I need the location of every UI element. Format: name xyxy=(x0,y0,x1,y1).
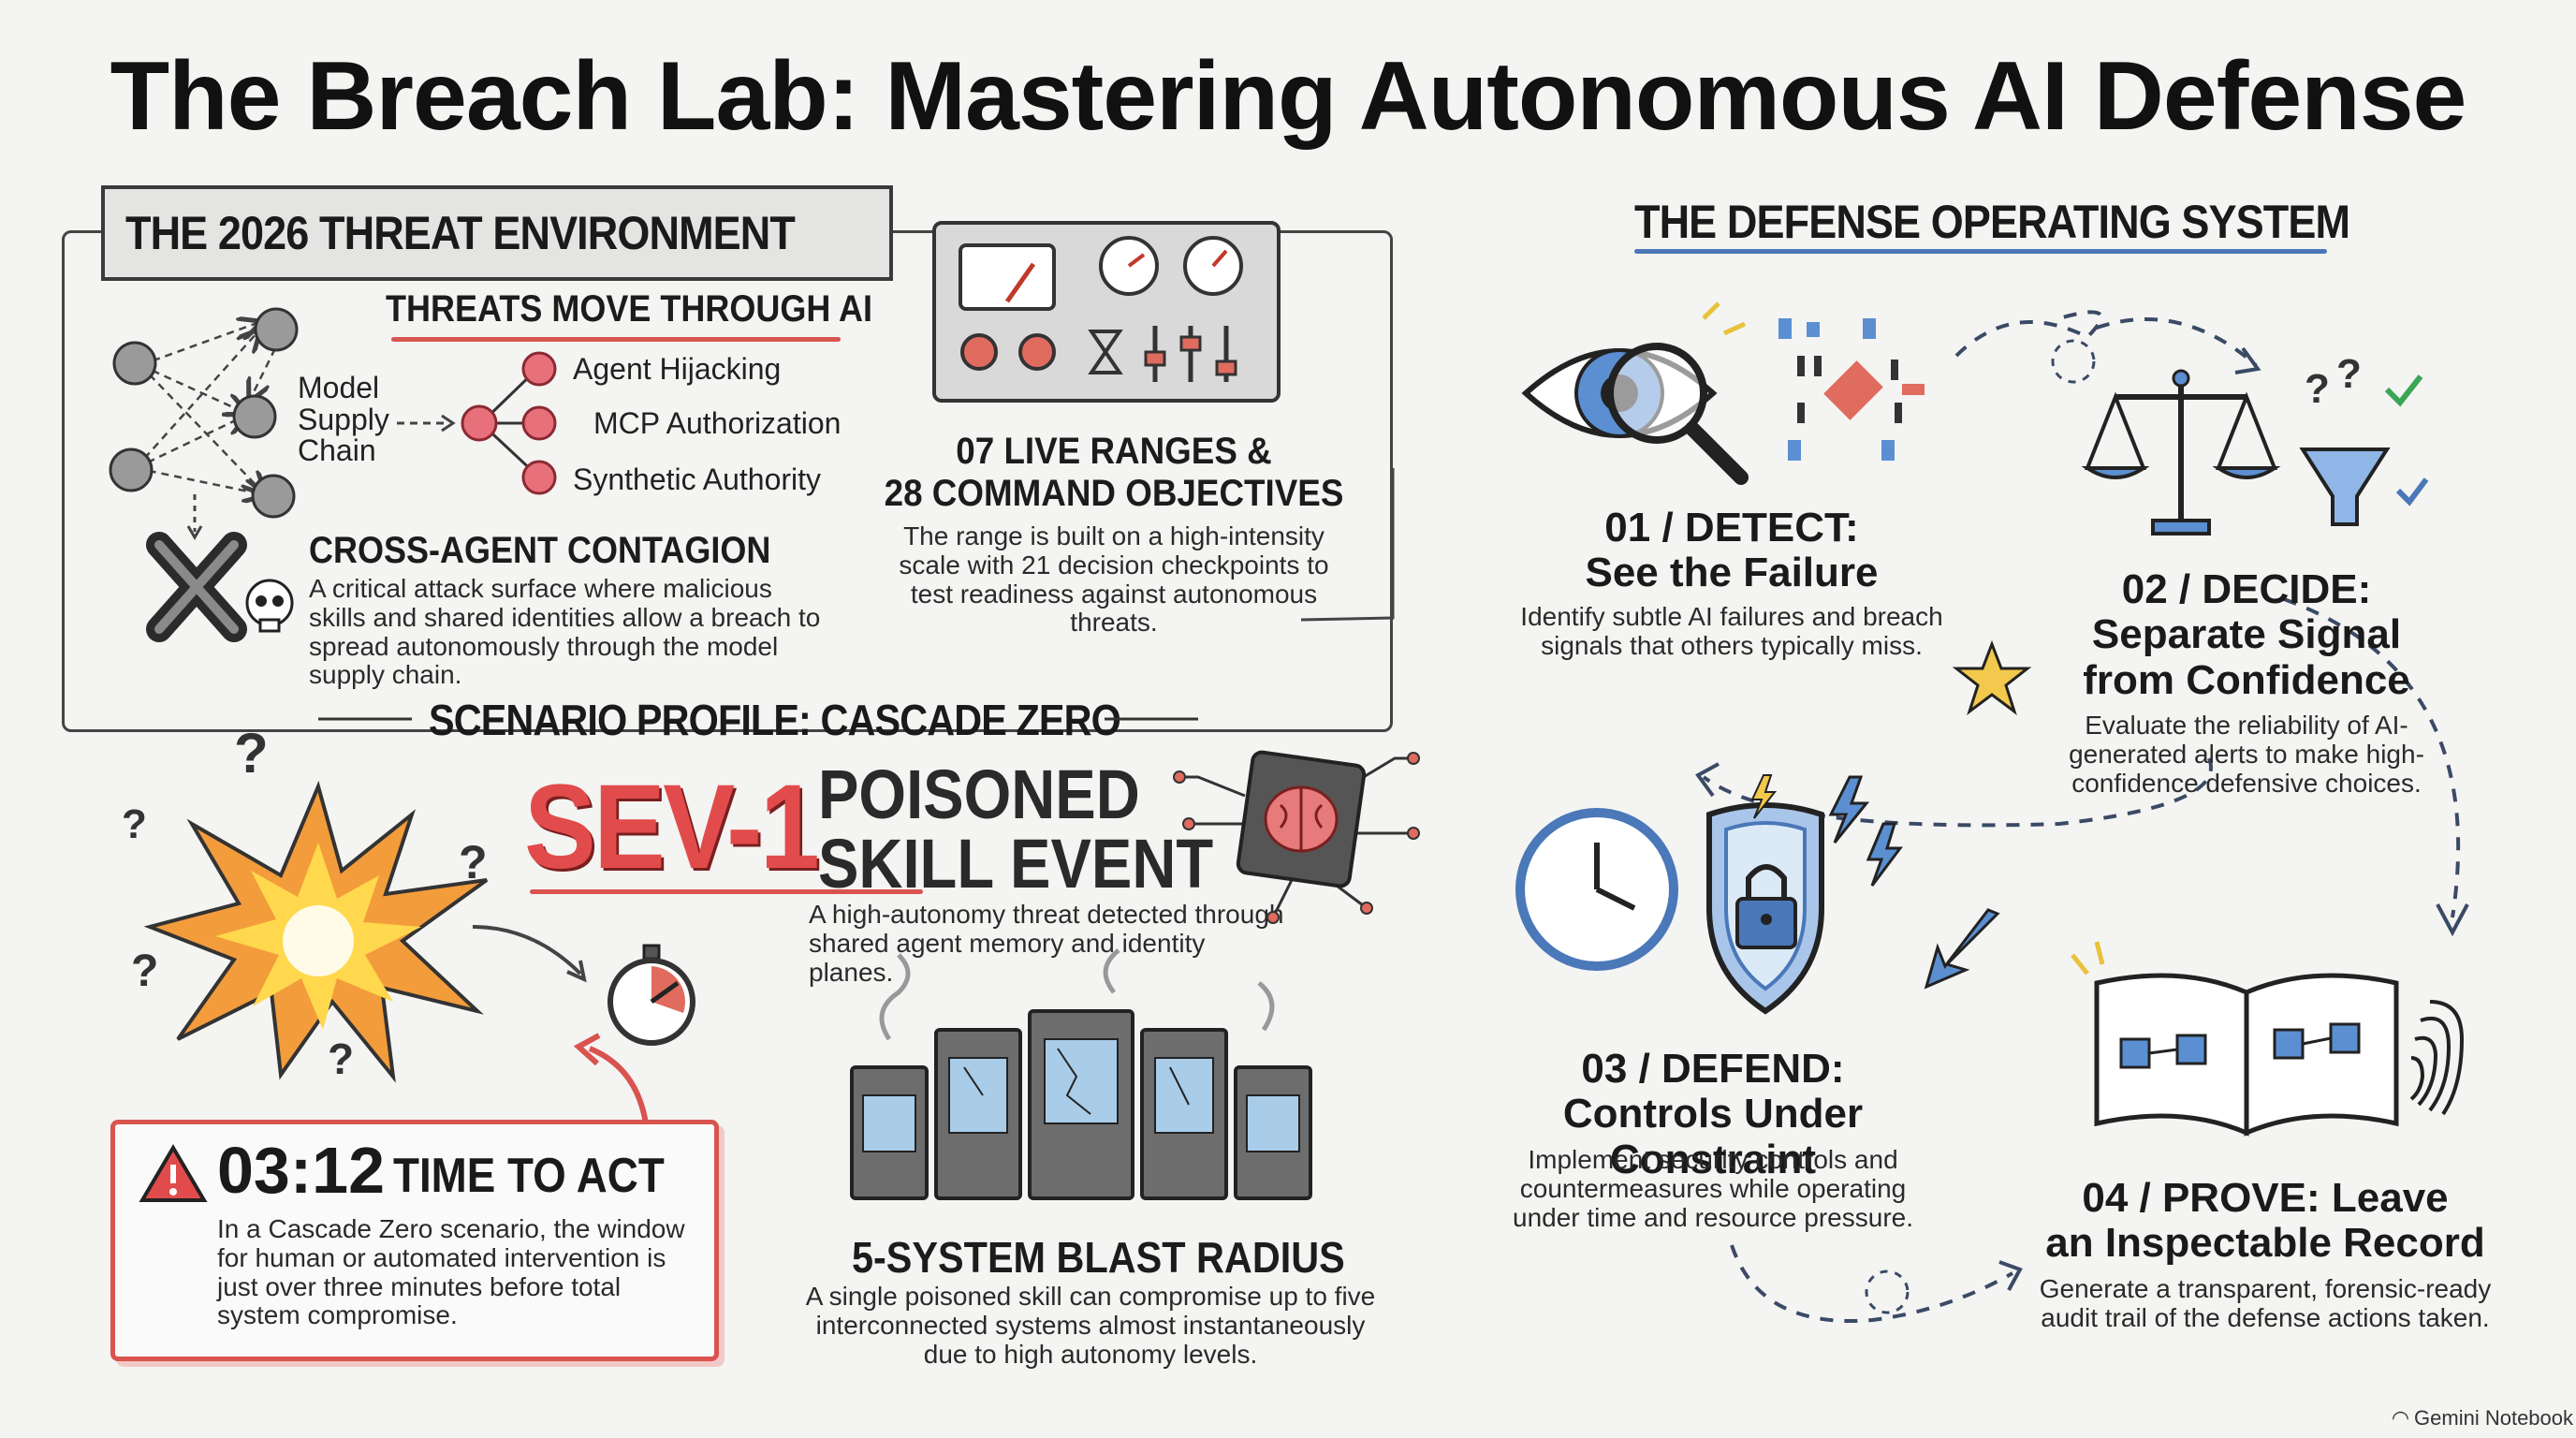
threats-underline xyxy=(391,337,841,342)
red-arrow-icon xyxy=(573,1033,649,1124)
ai-chip-icon xyxy=(1173,750,1420,924)
step-defend-text: Implement security controls and counterm… xyxy=(1513,1145,1913,1232)
contagion-title: CROSS-AGENT CONTAGION xyxy=(309,530,771,571)
time-to-act-box xyxy=(110,1120,719,1361)
question-mark-icon: ? xyxy=(122,801,147,847)
page-title: The Breach Lab: Mastering Autonomous AI … xyxy=(110,42,2467,151)
threat-item-mcp-authorization: MCP Authorization xyxy=(593,406,842,440)
blue-arrow-icon xyxy=(1924,908,2000,990)
svg-text:?: ? xyxy=(2336,351,2362,397)
threat-item-synthetic-authority: Synthetic Authority xyxy=(573,462,822,496)
svg-text:?: ? xyxy=(2305,366,2330,412)
dashed-arrow-icon xyxy=(186,494,203,540)
gemini-logo-icon: ◠ xyxy=(2393,1406,2415,1430)
time-text: In a Cascade Zero scenario, the window f… xyxy=(217,1214,685,1330)
scenario-heading-lines xyxy=(318,717,1198,721)
step-detect-text: Identify subtle AI failures and breach s… xyxy=(1520,602,1943,660)
ranges-bracket xyxy=(1300,468,1395,622)
star-icon xyxy=(1952,639,2032,716)
server-rack-icon xyxy=(850,948,1312,1200)
clock-shield-icon xyxy=(1515,774,1903,1015)
contagion-text: A critical attack surface where maliciou… xyxy=(309,574,821,690)
threat-tree-icon xyxy=(397,351,557,495)
question-mark-icon: ? xyxy=(459,836,488,888)
threats-heading: THREATS MOVE THROUGH AI xyxy=(386,288,873,330)
stopwatch-icon xyxy=(607,944,695,1046)
watermark: ◠ Gemini Notebook xyxy=(2393,1406,2574,1430)
question-mark-icon: ? xyxy=(328,1034,355,1083)
poisoned-skill-title: POISONED SKILL EVENT xyxy=(818,756,1214,902)
explosion-icon xyxy=(143,780,489,1083)
control-panel-icon xyxy=(932,221,1281,403)
step-prove-title: 04 / PROVE: Leave an Inspectable Record xyxy=(2045,1175,2485,1267)
sev1-label: SEV-1 xyxy=(524,760,820,894)
ranges-text: The range is built on a high-intensity s… xyxy=(899,521,1329,638)
time-label: TIME TO ACT xyxy=(393,1149,665,1203)
ranges-title: 07 LIVE RANGES & 28 COMMAND OBJECTIVES xyxy=(884,431,1344,514)
warning-icon xyxy=(139,1144,208,1202)
threat-environment-heading: THE 2026 THREAT ENVIRONMENT xyxy=(125,207,796,259)
step-detect-title: 01 / DETECT: See the Failure xyxy=(1585,505,1879,596)
step-decide-title: 02 / DECIDE: Separate Signal from Confid… xyxy=(2083,566,2410,703)
blast-radius-text: A single poisoned skill can compromise u… xyxy=(805,1282,1376,1369)
sev1-underline xyxy=(530,889,923,894)
blast-radius-title: 5-SYSTEM BLAST RADIUS xyxy=(852,1233,1345,1282)
cross-skull-icon xyxy=(146,532,294,642)
network-graph-icon xyxy=(109,307,299,519)
step-defend-title: 03 / DEFEND: Controls Under Constraint xyxy=(1562,1046,1864,1182)
time-value: 03:12 xyxy=(217,1134,386,1207)
question-mark-icon: ? xyxy=(131,946,159,996)
scenario-heading: SCENARIO PROFILE: CASCADE ZERO xyxy=(429,696,1121,744)
defense-heading: THE DEFENSE OPERATING SYSTEM xyxy=(1634,196,2350,248)
eye-magnifier-icon xyxy=(1521,301,1925,485)
scales-funnel-icon: ? ? xyxy=(2081,351,2429,536)
defense-underline xyxy=(1634,249,2327,254)
threat-environment-tag: THE 2026 THREAT ENVIRONMENT xyxy=(101,185,894,281)
curve-arrow-icon xyxy=(472,925,587,983)
threat-item-agent-hijacking: Agent Hijacking xyxy=(573,352,782,386)
question-mark-icon: ? xyxy=(234,722,269,785)
supply-chain-label: Model Supply Chain xyxy=(298,371,389,468)
step-decide-text: Evaluate the reliability of AI-generated… xyxy=(2069,711,2424,798)
book-fingerprint-icon xyxy=(2071,941,2465,1137)
event-text: A high-autonomy threat detected through … xyxy=(809,900,1284,987)
step-prove-text: Generate a transparent, forensic-ready a… xyxy=(2039,1274,2492,1332)
